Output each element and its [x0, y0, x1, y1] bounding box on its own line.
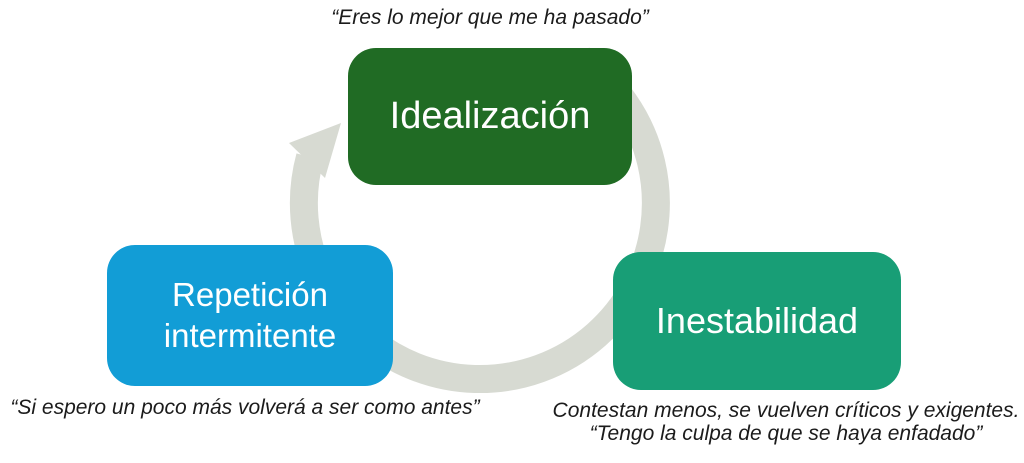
- caption-inestabilidad-line1: Contestan menos, se vuelven críticos y e…: [552, 399, 1020, 422]
- quote-repeticion-intermitente: “Si espero un poco más volverá a ser com…: [10, 396, 480, 419]
- cycle-arrowhead-icon: [289, 123, 341, 178]
- node-idealizacion-label: Idealización: [389, 95, 591, 138]
- node-idealizacion: Idealización: [348, 48, 632, 185]
- node-repeticion-intermitente-label: Repetición intermitente: [163, 276, 337, 354]
- node-inestabilidad: Inestabilidad: [613, 252, 901, 390]
- node-inestabilidad-label: Inestabilidad: [655, 300, 859, 342]
- quote-idealizacion: “Eres lo mejor que me ha pasado”: [331, 6, 649, 29]
- node-repeticion-intermitente: Repetición intermitente: [107, 245, 393, 386]
- caption-inestabilidad: Contestan menos, se vuelven críticos y e…: [536, 399, 1024, 445]
- caption-inestabilidad-line2: “Tengo la culpa de que se haya enfadado”: [589, 422, 983, 445]
